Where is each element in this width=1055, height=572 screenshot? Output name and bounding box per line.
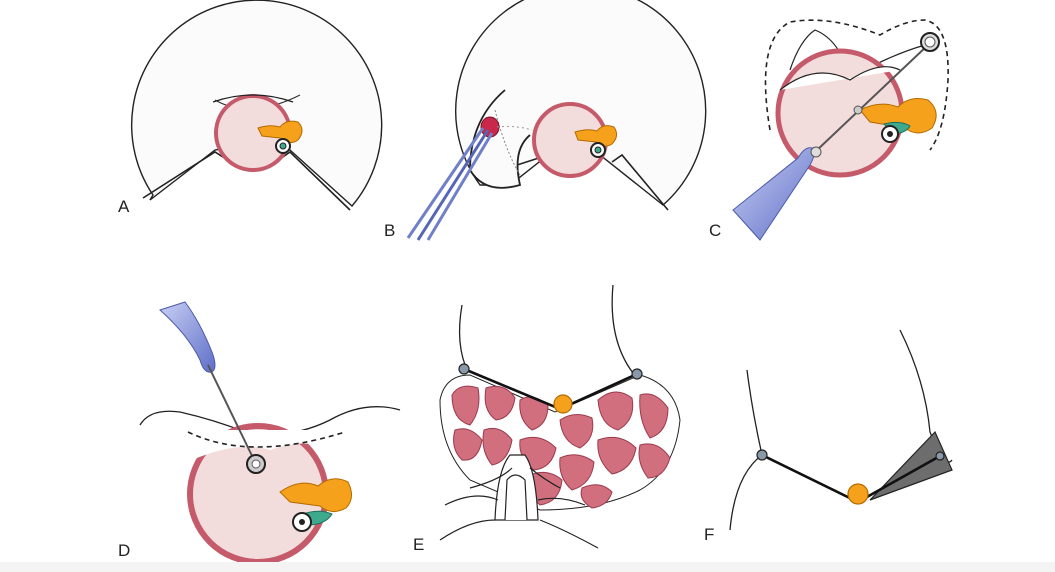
panel-f-label: F	[704, 525, 714, 544]
panel-c-label: C	[709, 221, 721, 240]
panel-f-left-anchor	[757, 450, 767, 460]
panel-b-vessel-core	[595, 147, 601, 153]
panel-e-left-wall	[460, 305, 468, 372]
panel-e-left-anchor	[459, 364, 469, 374]
panel-b-label: B	[384, 221, 395, 240]
panel-a-vessel-core	[280, 143, 286, 149]
panel-e-right-wall	[612, 285, 633, 373]
panel-f-left-contour	[730, 370, 762, 530]
panel-d-label: D	[118, 541, 130, 560]
panel-e-right-anchor	[632, 369, 642, 379]
panel-e-orange-node	[554, 395, 572, 413]
panel-c-vessel-core	[887, 131, 893, 137]
caption-strip	[0, 562, 1055, 572]
panel-f: F	[704, 330, 952, 544]
panel-e-label: E	[413, 535, 424, 554]
panel-c: C	[709, 20, 948, 240]
panel-d-vessel-core	[299, 519, 305, 525]
panel-a: A	[118, 0, 382, 216]
panel-f-right-anchor	[936, 452, 944, 460]
panel-a-label: A	[118, 197, 130, 216]
panel-f-orange-node	[848, 484, 868, 504]
panel-d: D	[118, 302, 400, 562]
probe-icon	[733, 147, 821, 240]
panel-e: E	[413, 285, 680, 554]
panel-b: B	[384, 0, 706, 240]
